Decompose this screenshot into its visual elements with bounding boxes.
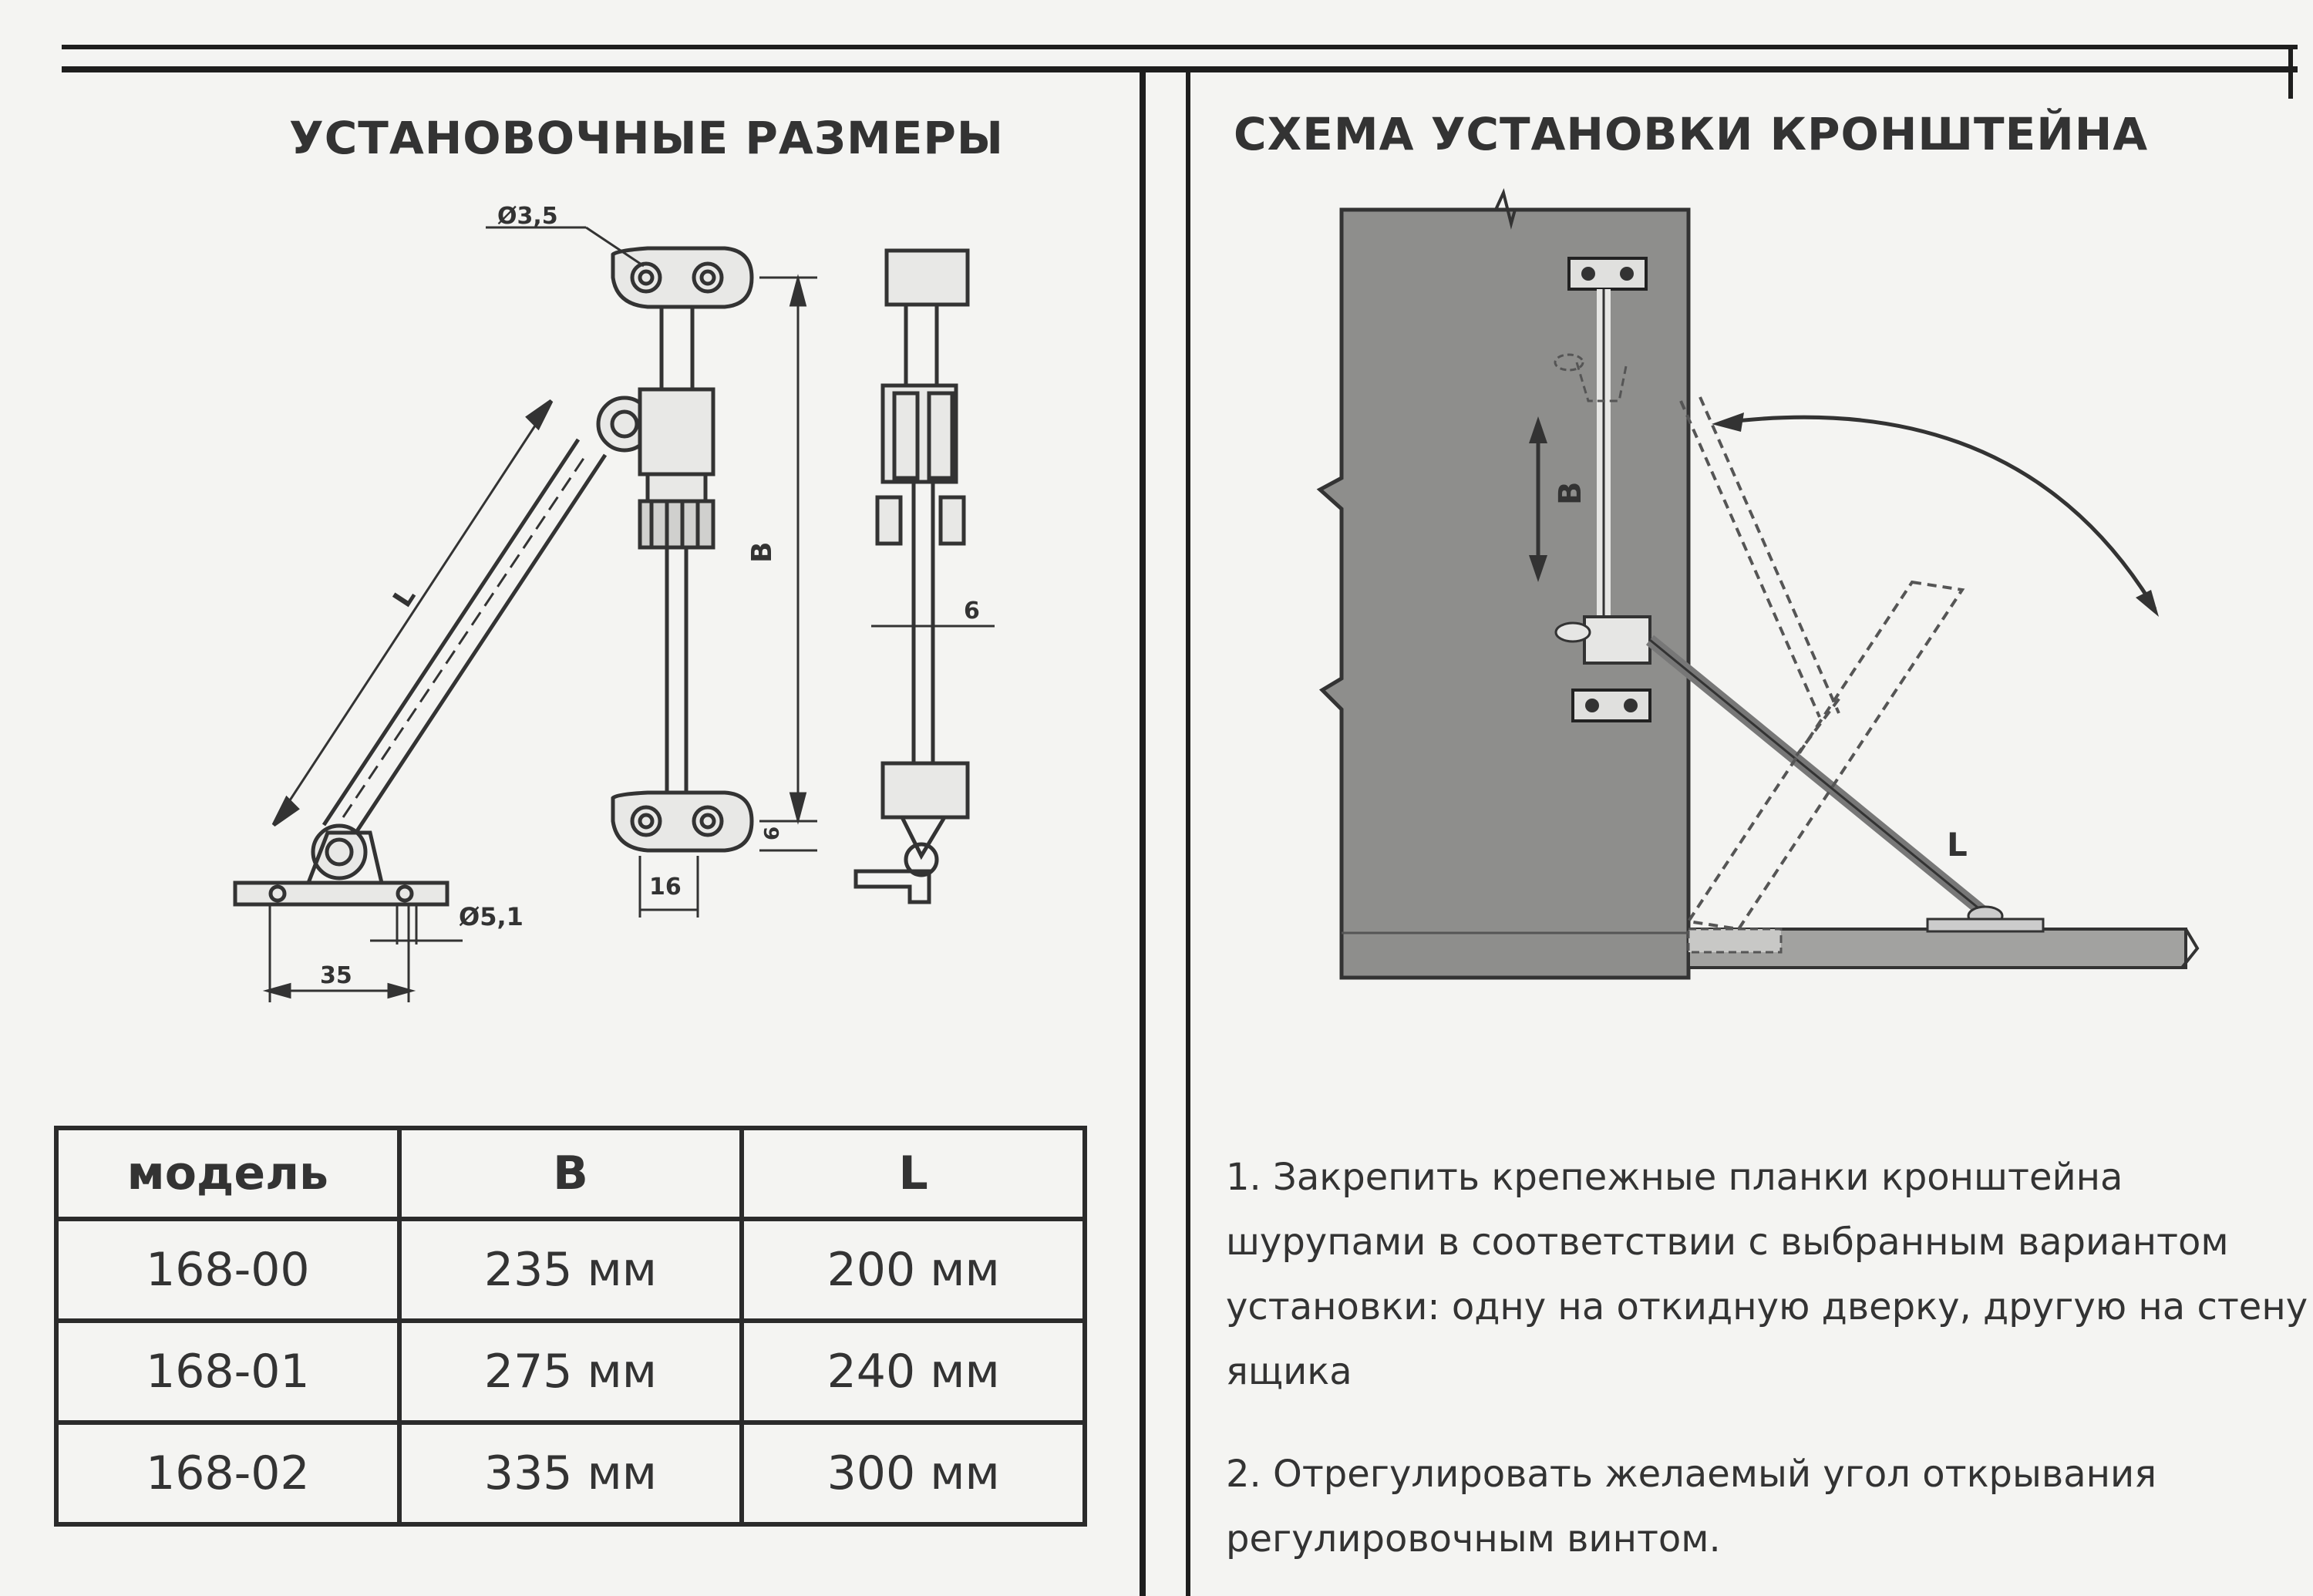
cabinet-wall <box>1316 207 1691 980</box>
right-panel-title: СХЕМА УСТАНОВКИ КРОНШТЕЙНА <box>1234 108 2149 160</box>
header-l: L <box>739 1126 1087 1221</box>
center-divider-left <box>1140 72 1146 1596</box>
vertical-rod-side <box>853 248 970 904</box>
table-row: 168-01 275 мм 240 мм <box>54 1318 1087 1425</box>
instruction-line: ящика <box>1226 1350 1352 1393</box>
dim-rod-offset: 6 <box>761 827 784 840</box>
bracket-dimension-drawing: Ø3,5 Ø5,1 35 16 6 6 B L <box>233 203 995 1002</box>
cell-b: 335 мм <box>396 1420 745 1527</box>
top-rule-inner <box>62 66 2298 72</box>
cell-l: 240 мм <box>739 1318 1087 1425</box>
left-panel-title: УСТАНОВОЧНЫЕ РАЗМЕРЫ <box>289 112 1004 164</box>
instruction-step1: 1. Закрепить крепежные планки кронштейна… <box>1226 1145 2308 1404</box>
cell-b: 275 мм <box>396 1318 745 1425</box>
cell-l: 300 мм <box>739 1420 1087 1527</box>
cell-l: 200 мм <box>739 1217 1087 1323</box>
top-plate <box>1567 257 1648 291</box>
header-model: модель <box>54 1126 402 1221</box>
dim-height-label: B <box>746 542 778 563</box>
stay-arm <box>311 396 653 880</box>
instruction-line: шурупами в соответствии с выбранным вари… <box>1226 1221 2229 1264</box>
top-rule-outer <box>62 45 2298 49</box>
bottom-plate <box>1571 689 1651 722</box>
instruction-line: регулировочным винтом. <box>1226 1517 1721 1561</box>
right-edge-rule <box>2288 45 2293 99</box>
model-spec-table: модель B L 168-00 235 мм 200 мм 168-01 2… <box>54 1126 1087 1527</box>
center-divider-right <box>1186 72 1190 1596</box>
instruction-line: 2. Отрегулировать желаемый угол открыван… <box>1226 1453 2157 1496</box>
base-plate <box>233 830 449 907</box>
cell-model: 168-02 <box>54 1420 402 1527</box>
diagram-length-label: L <box>1947 826 1968 864</box>
cell-model: 168-00 <box>54 1217 402 1323</box>
dim-plate-width: 16 <box>649 874 682 901</box>
instruction-line: установки: одну на откидную дверку, друг… <box>1226 1285 2308 1328</box>
table-row: 168-02 335 мм 300 мм <box>54 1420 1087 1527</box>
instruction-line: 1. Закрепить крепежные планки кронштейна <box>1226 1156 2123 1199</box>
header-b: B <box>396 1126 745 1221</box>
dim-hole-small: Ø3,5 <box>497 203 558 230</box>
rotation-arrow <box>1722 415 2157 611</box>
vertical-rod-front <box>611 246 754 853</box>
dim-hole-large: Ø5,1 <box>459 902 524 931</box>
diagram-height-label: B <box>1553 482 1588 506</box>
dim-base-width: 35 <box>320 962 352 989</box>
instruction-step2: 2. Отрегулировать желаемый угол открыван… <box>1226 1442 2156 1571</box>
table-row: 168-00 235 мм 200 мм <box>54 1217 1087 1323</box>
installation-diagram: B L <box>1316 187 2200 980</box>
cell-model: 168-01 <box>54 1318 402 1425</box>
cell-b: 235 мм <box>396 1217 745 1323</box>
dim-rod-width: 6 <box>964 598 980 625</box>
table-header-row: модель B L <box>54 1126 1087 1221</box>
